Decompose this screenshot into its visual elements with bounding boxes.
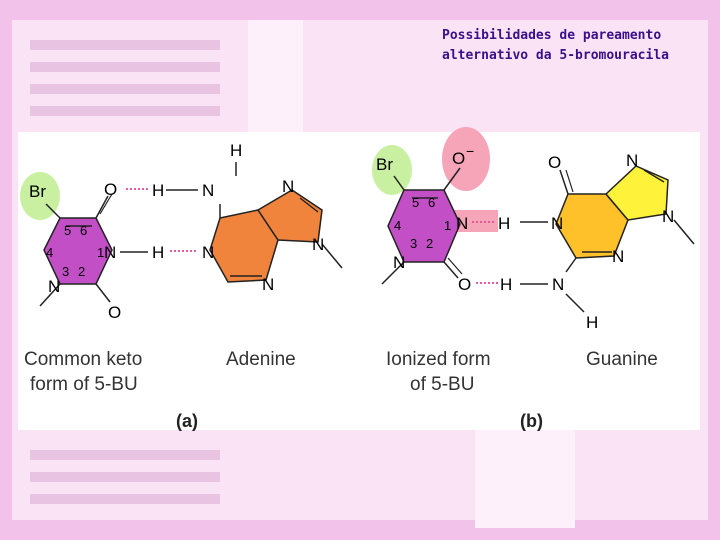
atom-n: N	[626, 151, 638, 170]
ring-number: 3	[410, 236, 417, 251]
atom-n: N	[551, 214, 563, 233]
bg-decoration	[30, 450, 220, 460]
atom-o: O	[548, 153, 561, 172]
bg-decoration	[30, 494, 220, 504]
label-adenine: Adenine	[226, 349, 296, 370]
atom-h: H	[230, 141, 242, 160]
atom-n: N	[282, 177, 294, 196]
atom-h: H	[152, 181, 164, 200]
ring-number: 3	[62, 264, 69, 279]
atom-h: H	[152, 243, 164, 262]
atom-n: N	[262, 275, 274, 294]
atom-h: H	[586, 313, 598, 332]
caption-line-2: alternativo da 5-bromouracila	[442, 48, 669, 63]
ring-number: 4	[46, 245, 53, 260]
bg-decoration	[30, 84, 220, 94]
panel-b: Br O − N H N O N N N N O H N H 5 6 4 1 3…	[372, 127, 695, 431]
atom-n3: N	[393, 253, 405, 272]
atom-n: N	[552, 275, 564, 294]
ring-number: 1	[444, 218, 451, 233]
label-of-5bu: of 5-BU	[410, 374, 474, 395]
bg-decoration	[475, 428, 575, 528]
charge-sign: −	[466, 143, 474, 159]
label-form-5bu: form of 5-BU	[30, 374, 138, 395]
atom-h: H	[500, 275, 512, 294]
ring-number: 1	[97, 245, 104, 260]
caption-line-1: Possibilidades de pareamento	[442, 28, 662, 43]
figure-panel	[18, 132, 700, 430]
atom-br: Br	[376, 155, 393, 174]
atom-n: N	[202, 243, 214, 262]
atom-n: N	[202, 181, 214, 200]
oxygen-highlight	[442, 127, 490, 191]
bg-decoration	[248, 20, 303, 135]
ring-number: 6	[80, 223, 87, 238]
guanine-imidazole-ring	[604, 165, 669, 221]
atom-n: N	[612, 247, 624, 266]
bg-decoration	[30, 40, 220, 50]
label-common-keto: Common keto	[24, 349, 142, 370]
bromine-highlight	[372, 145, 412, 195]
atom-o: O	[458, 275, 471, 294]
atom-n: N	[312, 235, 324, 254]
ring-number: 2	[78, 264, 85, 279]
label-ionized-form: Ionized form	[386, 349, 491, 370]
slide-caption: Possibilidades de pareamento alternativo…	[442, 26, 702, 66]
atom-n3: N	[48, 277, 60, 296]
ring-number: 5	[64, 223, 71, 238]
panel-tag-a: (a)	[176, 411, 198, 431]
label-guanine: Guanine	[586, 349, 658, 370]
atom-o: O	[104, 180, 117, 199]
bg-decoration	[30, 472, 220, 482]
atom-o: O	[108, 303, 121, 322]
panel-tag-b: (b)	[520, 411, 543, 431]
bg-decoration	[30, 106, 220, 116]
atom-n: N	[662, 207, 674, 226]
atom-br: Br	[29, 182, 46, 201]
atom-n1: N	[456, 214, 468, 233]
atom-h: H	[498, 214, 510, 233]
atom-o-minus: O	[452, 149, 465, 168]
ring-number: 5	[412, 195, 419, 210]
panel-a: Br O H N H N H N N N N N O 5 6 4 1 3 2 C…	[20, 141, 343, 431]
atom-n1: N	[104, 243, 116, 262]
ring-number: 6	[428, 195, 435, 210]
ring-number: 2	[426, 236, 433, 251]
ring-number: 4	[394, 218, 401, 233]
bg-decoration	[30, 62, 220, 72]
